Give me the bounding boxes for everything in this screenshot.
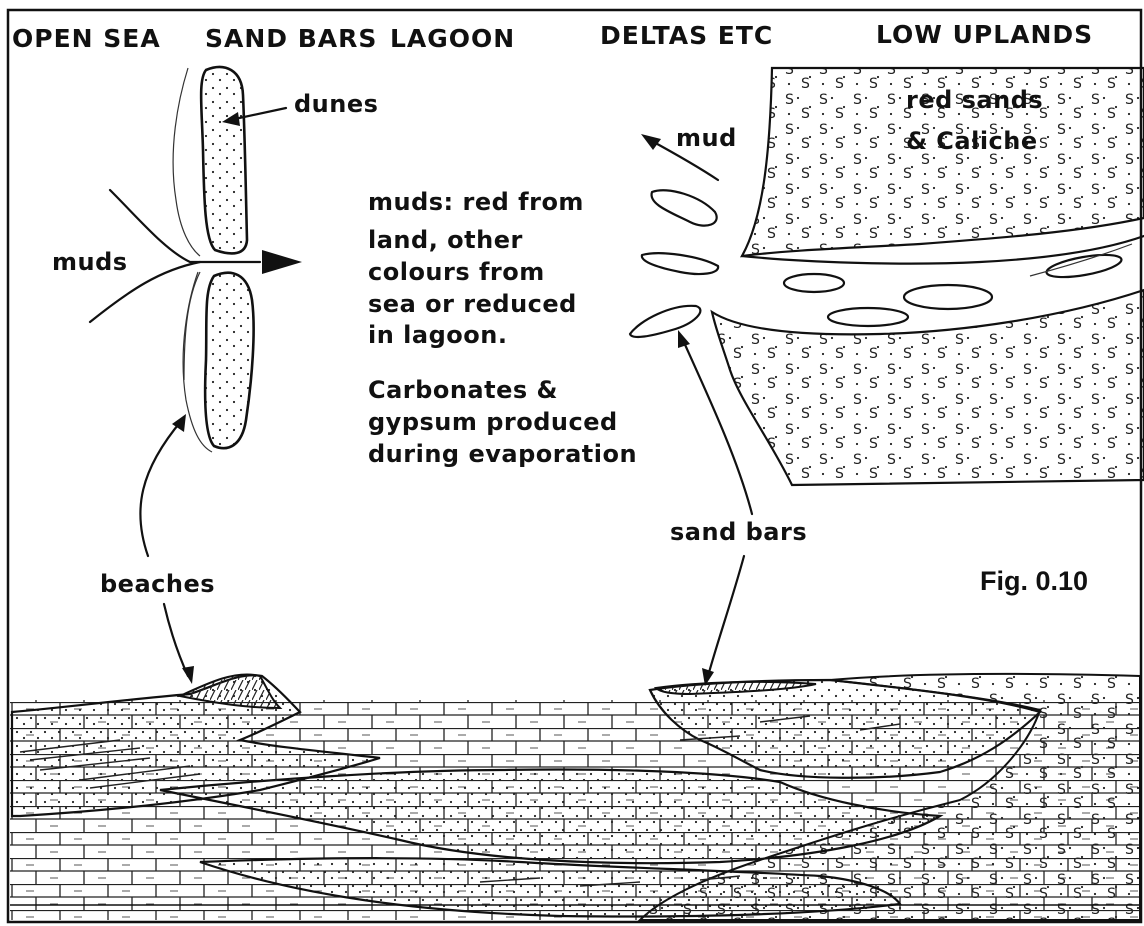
carbonate-note-line: during evaporation: [368, 440, 637, 468]
sand-bars-arrowhead-up: [678, 330, 690, 348]
label-mud: mud: [676, 124, 737, 152]
carbonate-note-line: Carbonates &: [368, 376, 558, 404]
channel-bar: [828, 308, 908, 326]
header-open-sea: OPEN SEA: [12, 24, 161, 53]
beach-fringe: [184, 272, 200, 380]
header-sand-bars: SAND BARS: [205, 24, 377, 53]
lagoon-mud-blob: [652, 190, 717, 225]
lagoon-note-line: sea or reduced: [368, 290, 577, 318]
barrier-island-north: [201, 67, 247, 253]
label-caliche: & Caliche: [906, 127, 1038, 155]
carbonate-note: Carbonates & gypsum produced during evap…: [368, 376, 637, 468]
beaches-arrow-up: [140, 420, 182, 556]
mud-flow-arrowhead: [262, 250, 302, 274]
label-muds: muds: [52, 248, 128, 276]
lagoon-note: muds: red from land, other colours from …: [368, 188, 584, 349]
barrier-island-south: [205, 273, 253, 448]
label-red-sands: red sands: [906, 86, 1043, 114]
header-row: OPEN SEA SAND BARS LAGOON DELTAS ETC LOW…: [12, 20, 1093, 53]
channel-bar: [904, 285, 992, 309]
beaches-arrow-down: [164, 604, 188, 676]
lagoon-mud-blob: [630, 306, 700, 337]
lower-red-sands: [712, 290, 1144, 485]
lagoon-note-line: colours from: [368, 258, 545, 286]
lagoon-mud-blob: [642, 253, 718, 274]
header-low-uplands: LOW UPLANDS: [876, 20, 1093, 49]
header-deltas: DELTAS ETC: [600, 21, 773, 50]
figure-number: Fig. 0.10: [980, 566, 1088, 596]
label-dunes: dunes: [294, 90, 378, 118]
cross-section: [10, 674, 1140, 920]
channel-thread: [1030, 244, 1132, 276]
carbonate-note-line: gypsum produced: [368, 408, 618, 436]
dune-fringe: [173, 68, 200, 256]
mud-arrowhead: [641, 134, 661, 150]
label-sand-bars: sand bars: [670, 518, 807, 546]
beaches-arrowhead-down: [182, 666, 194, 684]
channel-bar: [784, 274, 844, 292]
lagoon-note-line: in lagoon.: [368, 321, 507, 349]
header-lagoon: LAGOON: [390, 24, 515, 53]
sand-bars-arrow-down: [708, 556, 744, 676]
label-beaches: beaches: [100, 570, 215, 598]
lagoon-note-line: land, other: [368, 226, 523, 254]
lagoon-note-line: muds: red from: [368, 188, 584, 216]
